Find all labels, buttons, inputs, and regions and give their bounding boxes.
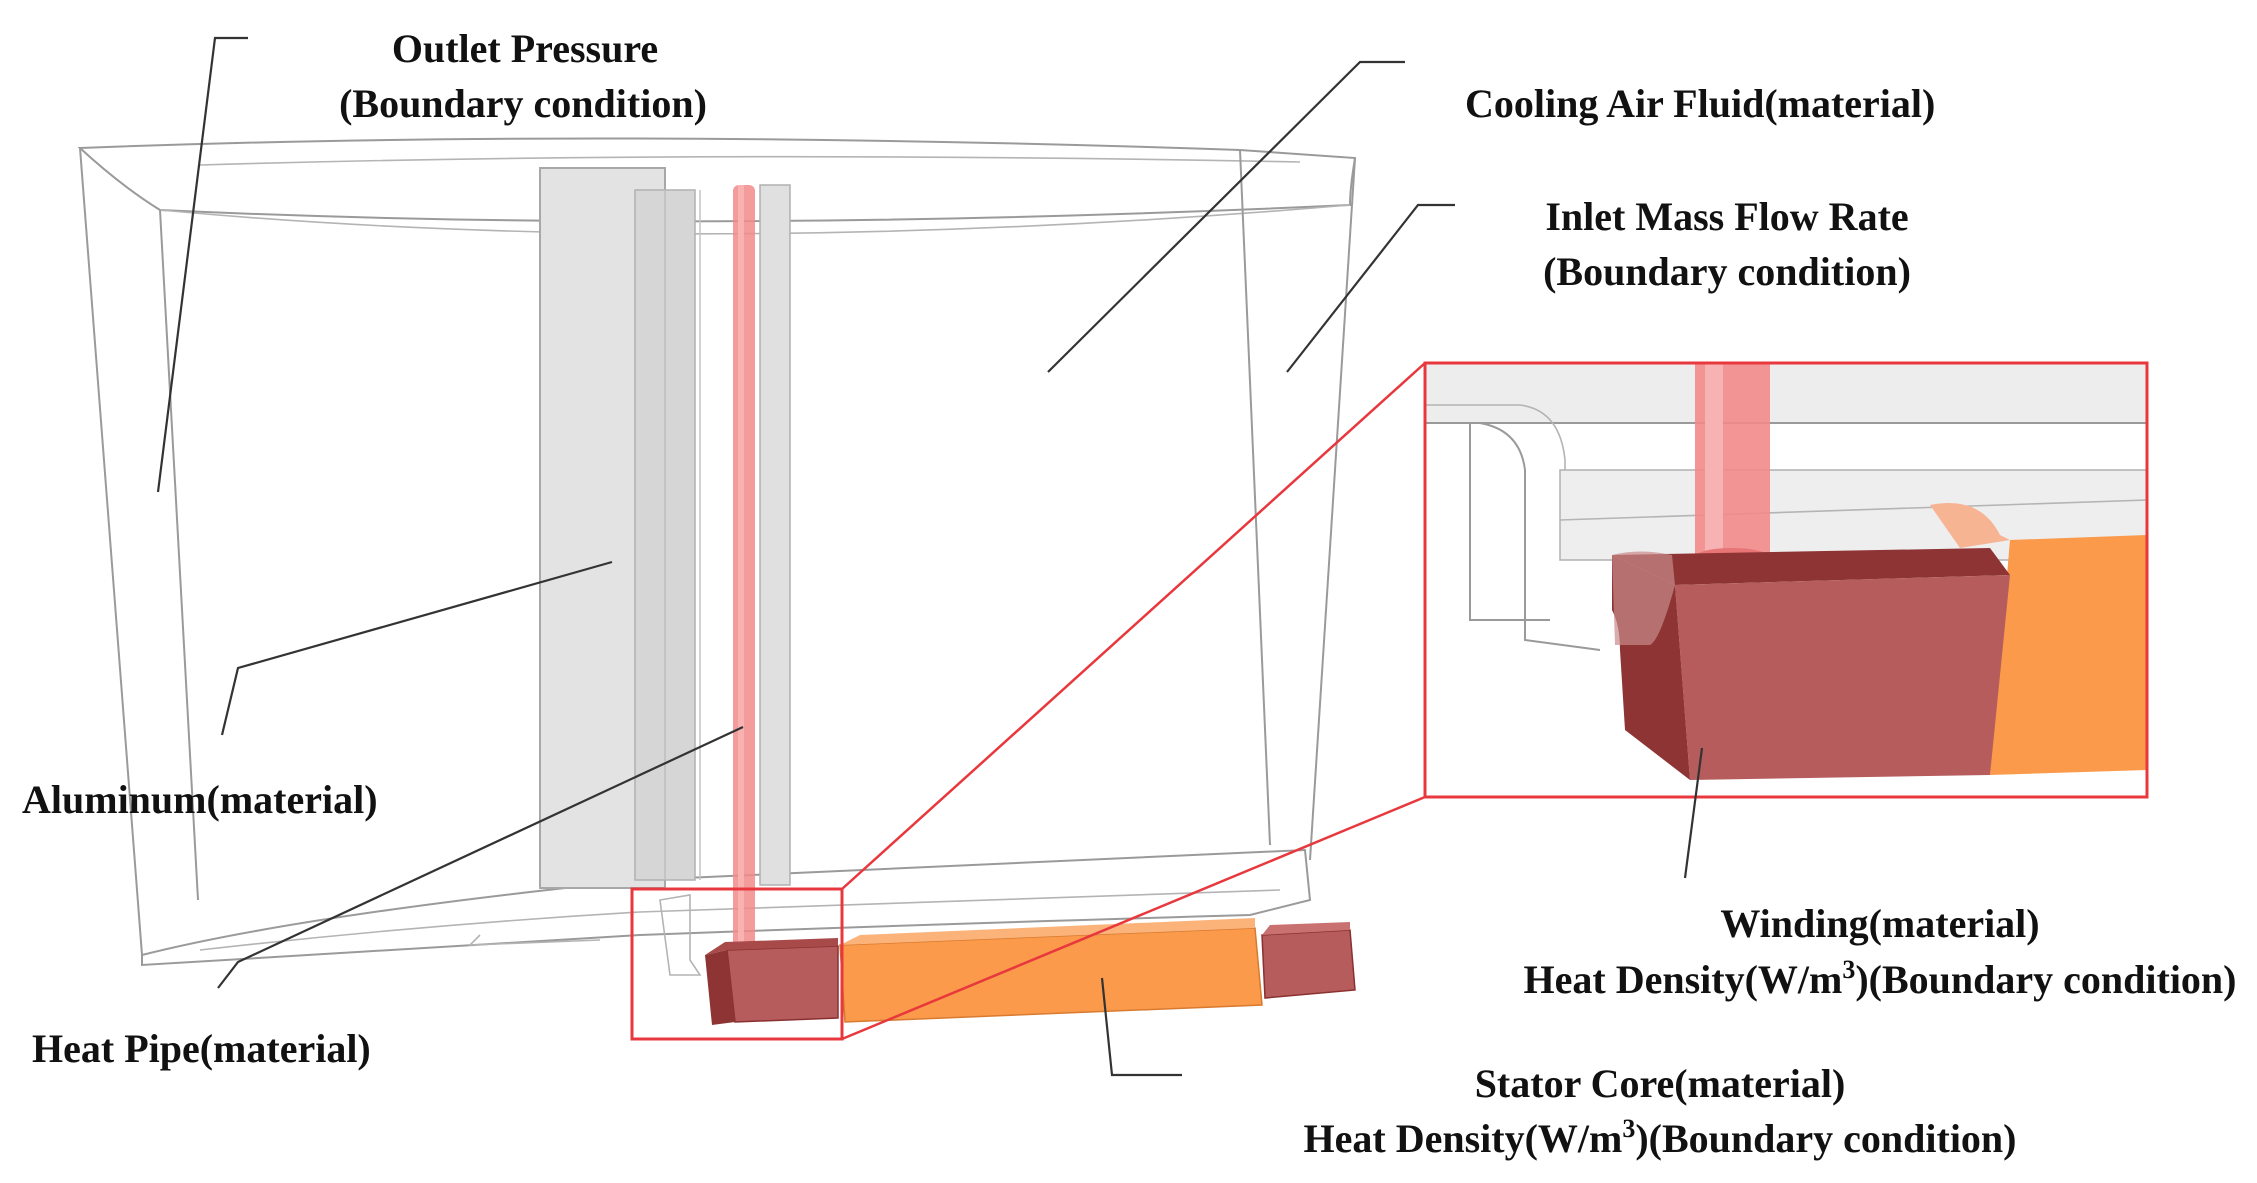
leader-inlet-mass (1286, 203, 1455, 373)
label-cooling-air: Cooling Air Fluid(material) (1465, 81, 1935, 126)
zoom-highlight (630, 362, 1426, 1041)
leader-cooling-air (1047, 60, 1405, 373)
label-outlet-pressure-line2: (Boundary condition) (339, 81, 707, 126)
leader-outlet-pressure (156, 36, 248, 493)
zoom-inset-frame (1423, 361, 2149, 799)
stator-assembly (659, 894, 1356, 1025)
leader-heat-pipe (217, 726, 744, 989)
label-heat-pipe: Heat Pipe(material) (32, 1026, 371, 1071)
leader-winding (1683, 747, 1704, 879)
leader-lines (156, 36, 1704, 1077)
zoom-source-box (630, 887, 844, 1041)
label-winding-line2: Heat Density(W/m3)(Boundary condition) (1524, 955, 2237, 1002)
heat-pipe (733, 185, 755, 960)
label-stator-line2: Heat Density(W/m3)(Boundary condition) (1304, 1114, 2017, 1161)
label-inlet-mass-line2: (Boundary condition) (1543, 249, 1911, 294)
leader-stator-core (1100, 977, 1182, 1077)
label-winding-line1: Winding(material) (1720, 901, 2039, 946)
aluminum-fin-column (539, 167, 791, 889)
labels: Outlet Pressure (Boundary condition) Coo… (22, 26, 2237, 1161)
label-inlet-mass-line1: Inlet Mass Flow Rate (1545, 194, 1908, 239)
label-stator-line1: Stator Core(material) (1475, 1061, 1846, 1106)
label-aluminum: Aluminum(material) (22, 777, 378, 822)
leader-aluminum (220, 560, 613, 736)
zoom-inset (1423, 361, 2149, 799)
label-outlet-pressure-line1: Outlet Pressure (392, 26, 658, 71)
aluminum-housing (77, 137, 1357, 967)
